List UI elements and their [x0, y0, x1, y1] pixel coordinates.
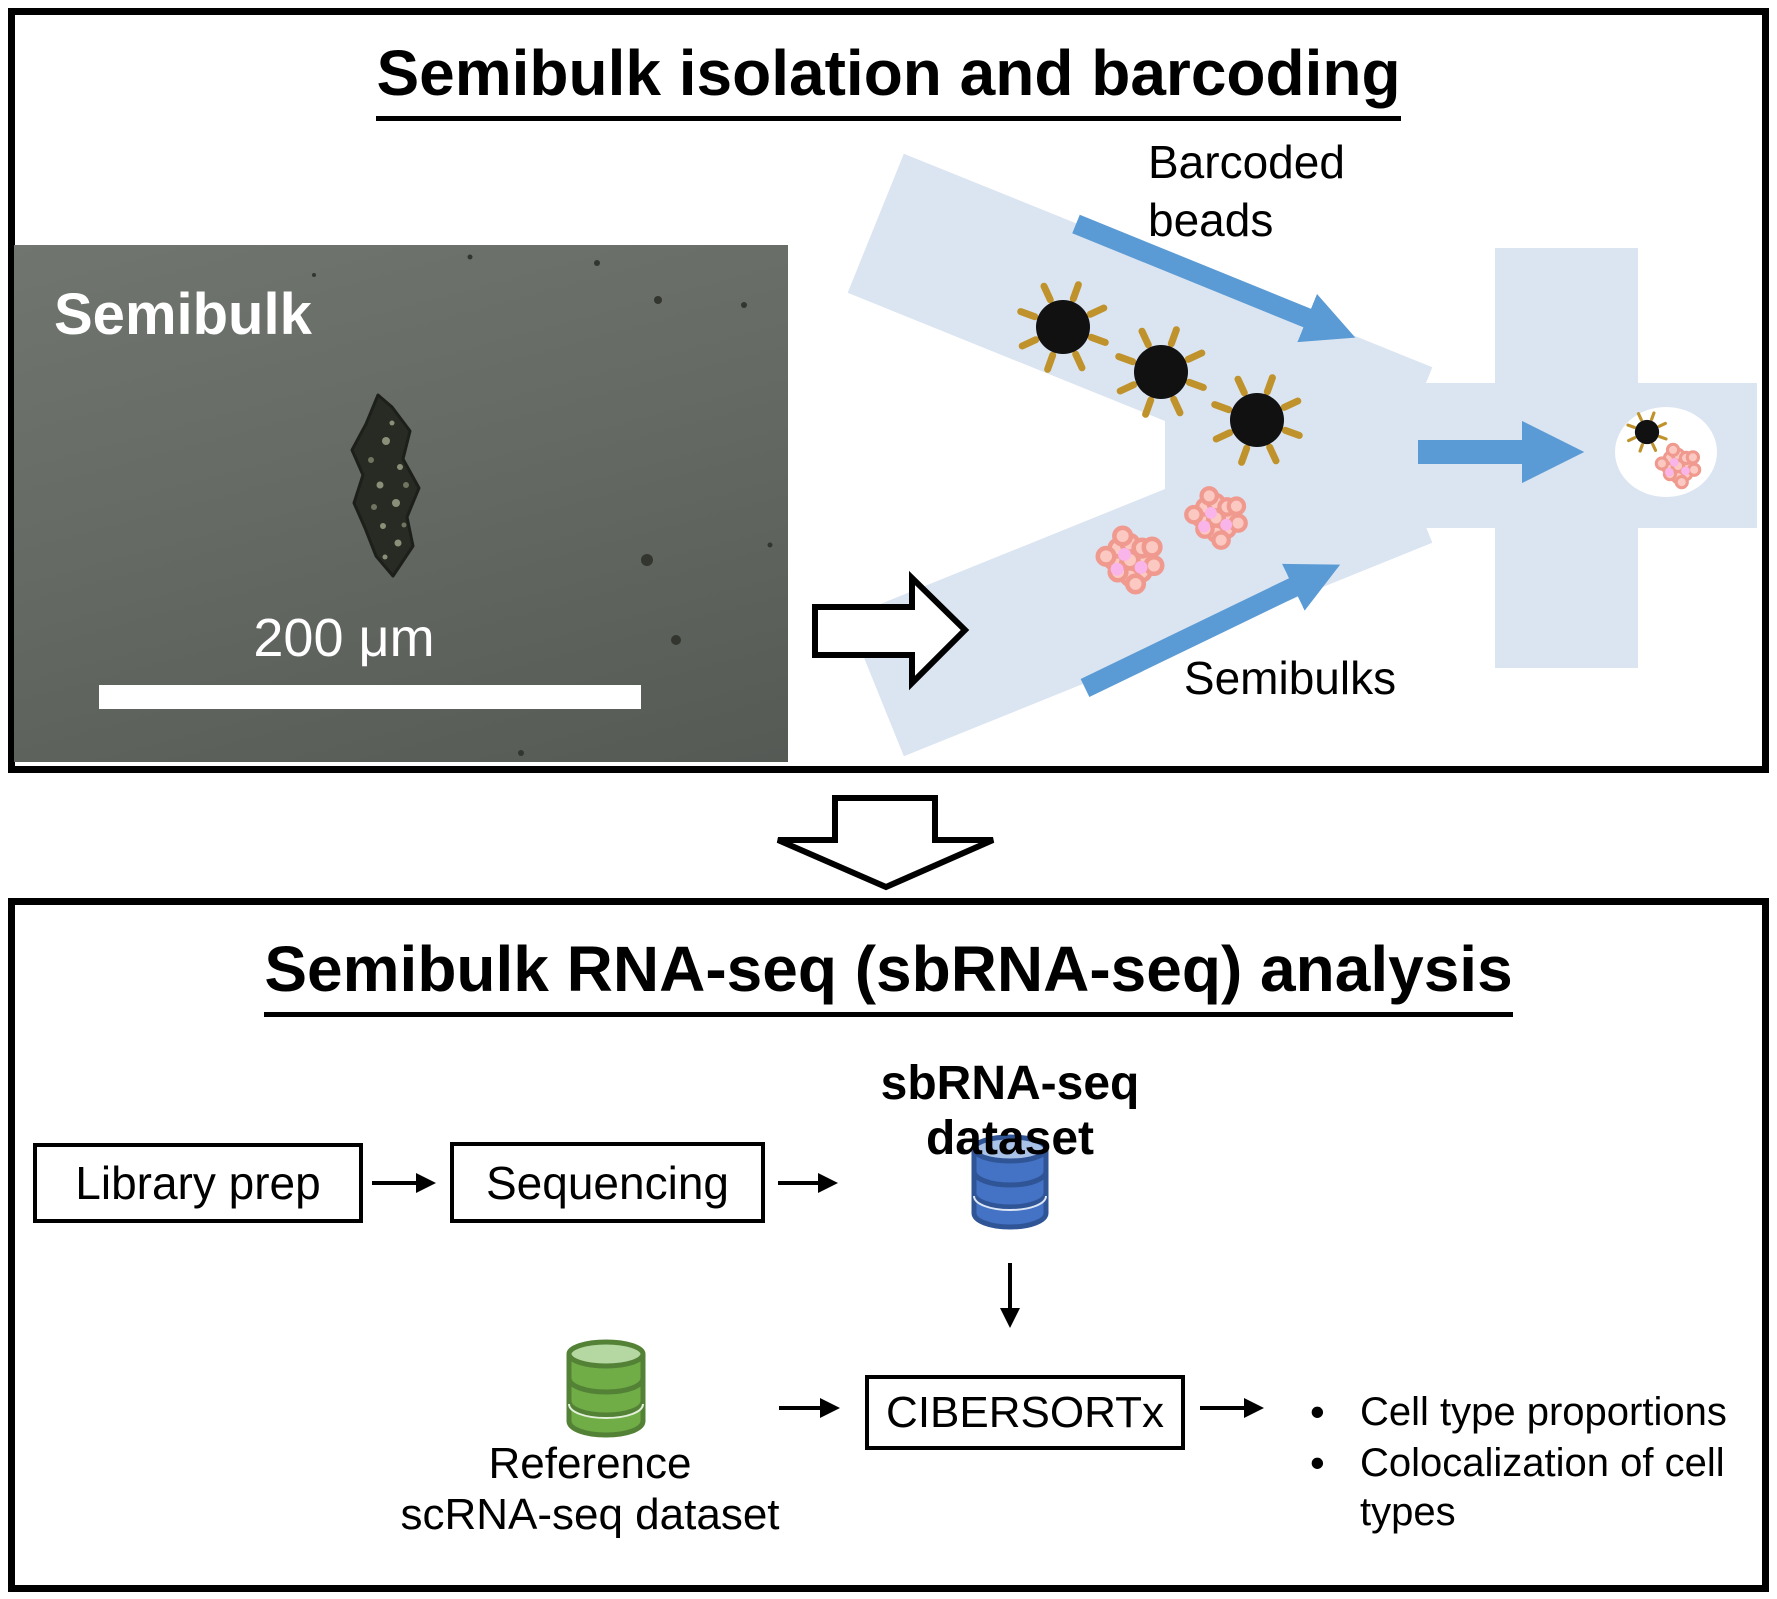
- reference-dataset-label-line1: Reference: [488, 1439, 692, 1488]
- barcoded-beads-label-line2: beads: [1148, 193, 1274, 246]
- reference-dataset-label-line2: scRNA-seq dataset: [400, 1490, 780, 1540]
- micrograph-label: Semibulk: [54, 282, 312, 347]
- sequencing-box: Sequencing: [450, 1142, 765, 1223]
- library-prep-label: Library prep: [75, 1157, 321, 1209]
- scale-bar-label: 200 μm: [253, 608, 435, 668]
- panel-to-panel-arrow-icon: [776, 795, 995, 891]
- list-item: Colocalization of cell types: [1296, 1437, 1766, 1537]
- list-item: Cell type proportions: [1296, 1386, 1766, 1437]
- analysis-outputs-list: Cell type proportions Colocalization of …: [1296, 1386, 1766, 1538]
- sequencing-label: Sequencing: [486, 1156, 729, 1209]
- barcoded-beads-label: Barcoded beads: [1148, 134, 1345, 250]
- scale-bar: [99, 685, 641, 709]
- cibersortx-label: CIBERSORTx: [886, 1387, 1164, 1437]
- reference-dataset-label: Reference scRNA-seq dataset: [380, 1438, 800, 1540]
- top-panel-frame: [8, 8, 1769, 773]
- bottom-panel-frame: [8, 898, 1769, 1592]
- top-panel-title: Semibulk isolation and barcoding: [0, 39, 1777, 122]
- cibersortx-box: CIBERSORTx: [865, 1375, 1185, 1450]
- micrograph-artifacts: [312, 254, 773, 756]
- top-panel-title-text: Semibulk isolation and barcoding: [376, 39, 1401, 122]
- semibulks-label: Semibulks: [1183, 652, 1397, 704]
- semibulk-blob: [350, 393, 421, 578]
- micrograph-image: Semibulk 200 μm: [14, 245, 788, 762]
- library-prep-box: Library prep: [33, 1143, 363, 1223]
- barcoded-beads-label-line1: Barcoded: [1148, 136, 1345, 188]
- bottom-panel-title: Semibulk RNA-seq (sbRNA-seq) analysis: [0, 935, 1777, 1018]
- bottom-panel-title-text: Semibulk RNA-seq (sbRNA-seq) analysis: [264, 935, 1513, 1018]
- sbrna-seq-dataset-label: sbRNA-seq dataset: [880, 1057, 1140, 1165]
